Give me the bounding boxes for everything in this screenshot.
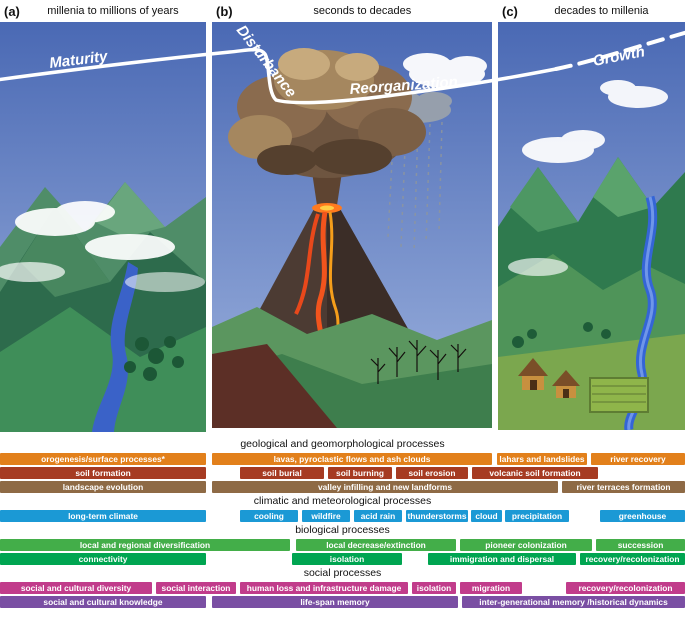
process-bar-segment: connectivity — [0, 553, 206, 565]
process-bar-segment: social and cultural knowledge — [0, 596, 206, 608]
process-group-header: geological and geomorphological processe… — [240, 438, 445, 450]
process-bar-segment: soil erosion — [396, 467, 468, 479]
process-bar-segment: recovery/recolonization — [580, 553, 685, 565]
process-bar-segment: orogenesis/surface processes* — [0, 453, 206, 465]
process-bar-segment: acid rain — [354, 510, 402, 522]
process-bar-segment: cooling — [240, 510, 298, 522]
panel-b: (b) seconds to decades — [212, 0, 492, 428]
process-bar-segment: inter-generational memory /historical dy… — [462, 596, 685, 608]
process-bar-segment: immigration and dispersal — [428, 553, 576, 565]
panel-c-title: decades to millenia — [554, 5, 649, 17]
process-bar-row: local and regional diversification local … — [0, 539, 685, 551]
panel-c-header: (c) decades to millenia — [498, 0, 685, 22]
process-bar-segment: life-span memory — [212, 596, 458, 608]
process-bar-segment: valley infilling and new landforms — [212, 481, 558, 493]
process-bar-segment: pioneer colonization — [460, 539, 592, 551]
process-bar-row: social and cultural knowledge life-span m… — [0, 596, 685, 608]
process-bar-segment: greenhouse — [600, 510, 685, 522]
panels-area: (a) millenia to millions of years — [0, 0, 685, 432]
process-bar-row: social and cultural diversity social inte… — [0, 582, 685, 594]
trees — [124, 336, 184, 381]
process-group-header: social processes — [303, 567, 382, 579]
huts — [518, 358, 580, 398]
process-bar-segment: lahars and landslides — [497, 453, 587, 465]
panel-b-header: (b) seconds to decades — [212, 0, 492, 22]
foothills — [212, 307, 492, 428]
process-bar-segment: thunderstorms — [406, 510, 468, 522]
panel-a-header: (a) millenia to millions of years — [0, 0, 206, 22]
process-bar-segment: river recovery — [591, 453, 685, 465]
process-bar-row: connectivity isolation immigration and dis… — [0, 553, 685, 565]
clouds — [0, 201, 205, 292]
process-bar-segment: lavas, pyroclastic flows and ash clouds — [212, 453, 492, 465]
process-bar-row: long-term climate cooling wildfire acid rai… — [0, 510, 685, 522]
panel-a: (a) millenia to millions of years — [0, 0, 206, 432]
process-bar-row: landscape evolution valley infilling and … — [0, 481, 685, 493]
process-bar-segment: local decrease/extinction — [296, 539, 456, 551]
river — [92, 262, 138, 432]
process-bar-segment: human loss and infrastructure damage — [240, 582, 408, 594]
recovery-scene — [498, 22, 685, 430]
process-bar-segment: succession — [596, 539, 685, 551]
process-bar-row: orogenesis/surface processes* lavas, pyro… — [0, 453, 685, 465]
process-bar-segment: social and cultural diversity — [0, 582, 152, 594]
process-bar-segment: landscape evolution — [0, 481, 206, 493]
trees — [512, 322, 611, 348]
process-bar-segment: local and regional diversification — [0, 539, 290, 551]
process-group-header: climatic and meteorological processes — [253, 495, 432, 507]
process-bar-row: soil formation soil burial soil burning soi… — [0, 467, 685, 479]
panel-c-label: (c) — [502, 3, 518, 19]
panel-b-label: (b) — [216, 3, 233, 19]
process-bar-segment: cloud — [471, 510, 502, 522]
process-bar-segment: soil burial — [240, 467, 324, 479]
process-bar-segment: recovery/recolonization — [566, 582, 685, 594]
process-bar-segment: wildfire — [302, 510, 350, 522]
panel-b-title: seconds to decades — [313, 5, 412, 17]
process-bar-segment: migration — [460, 582, 522, 594]
process-bar-segment: long-term climate — [0, 510, 206, 522]
mature-landscape-scene — [0, 22, 206, 432]
process-bar-segment: river terraces formation — [562, 481, 685, 493]
process-bar-segment: precipitation — [505, 510, 569, 522]
process-bar-segment: social interaction — [156, 582, 236, 594]
process-bar-segment: soil formation — [0, 467, 206, 479]
process-bar-segment: soil burning — [328, 467, 392, 479]
eruption-scene — [212, 22, 492, 428]
panel-a-label: (a) — [4, 3, 20, 19]
panel-c: (c) decades to millenia — [498, 0, 685, 430]
process-bar-segment: isolation — [292, 553, 402, 565]
process-group-header: biological processes — [295, 524, 390, 536]
dead-trees — [370, 340, 467, 384]
process-bar-segment: isolation — [412, 582, 456, 594]
process-bar-segment: volcanic soil formation — [472, 467, 598, 479]
panel-a-title: millenia to millions of years — [47, 5, 179, 17]
process-bars: geological and geomorphological processe… — [0, 436, 685, 608]
field-plot — [589, 377, 649, 413]
clouds — [508, 80, 668, 276]
